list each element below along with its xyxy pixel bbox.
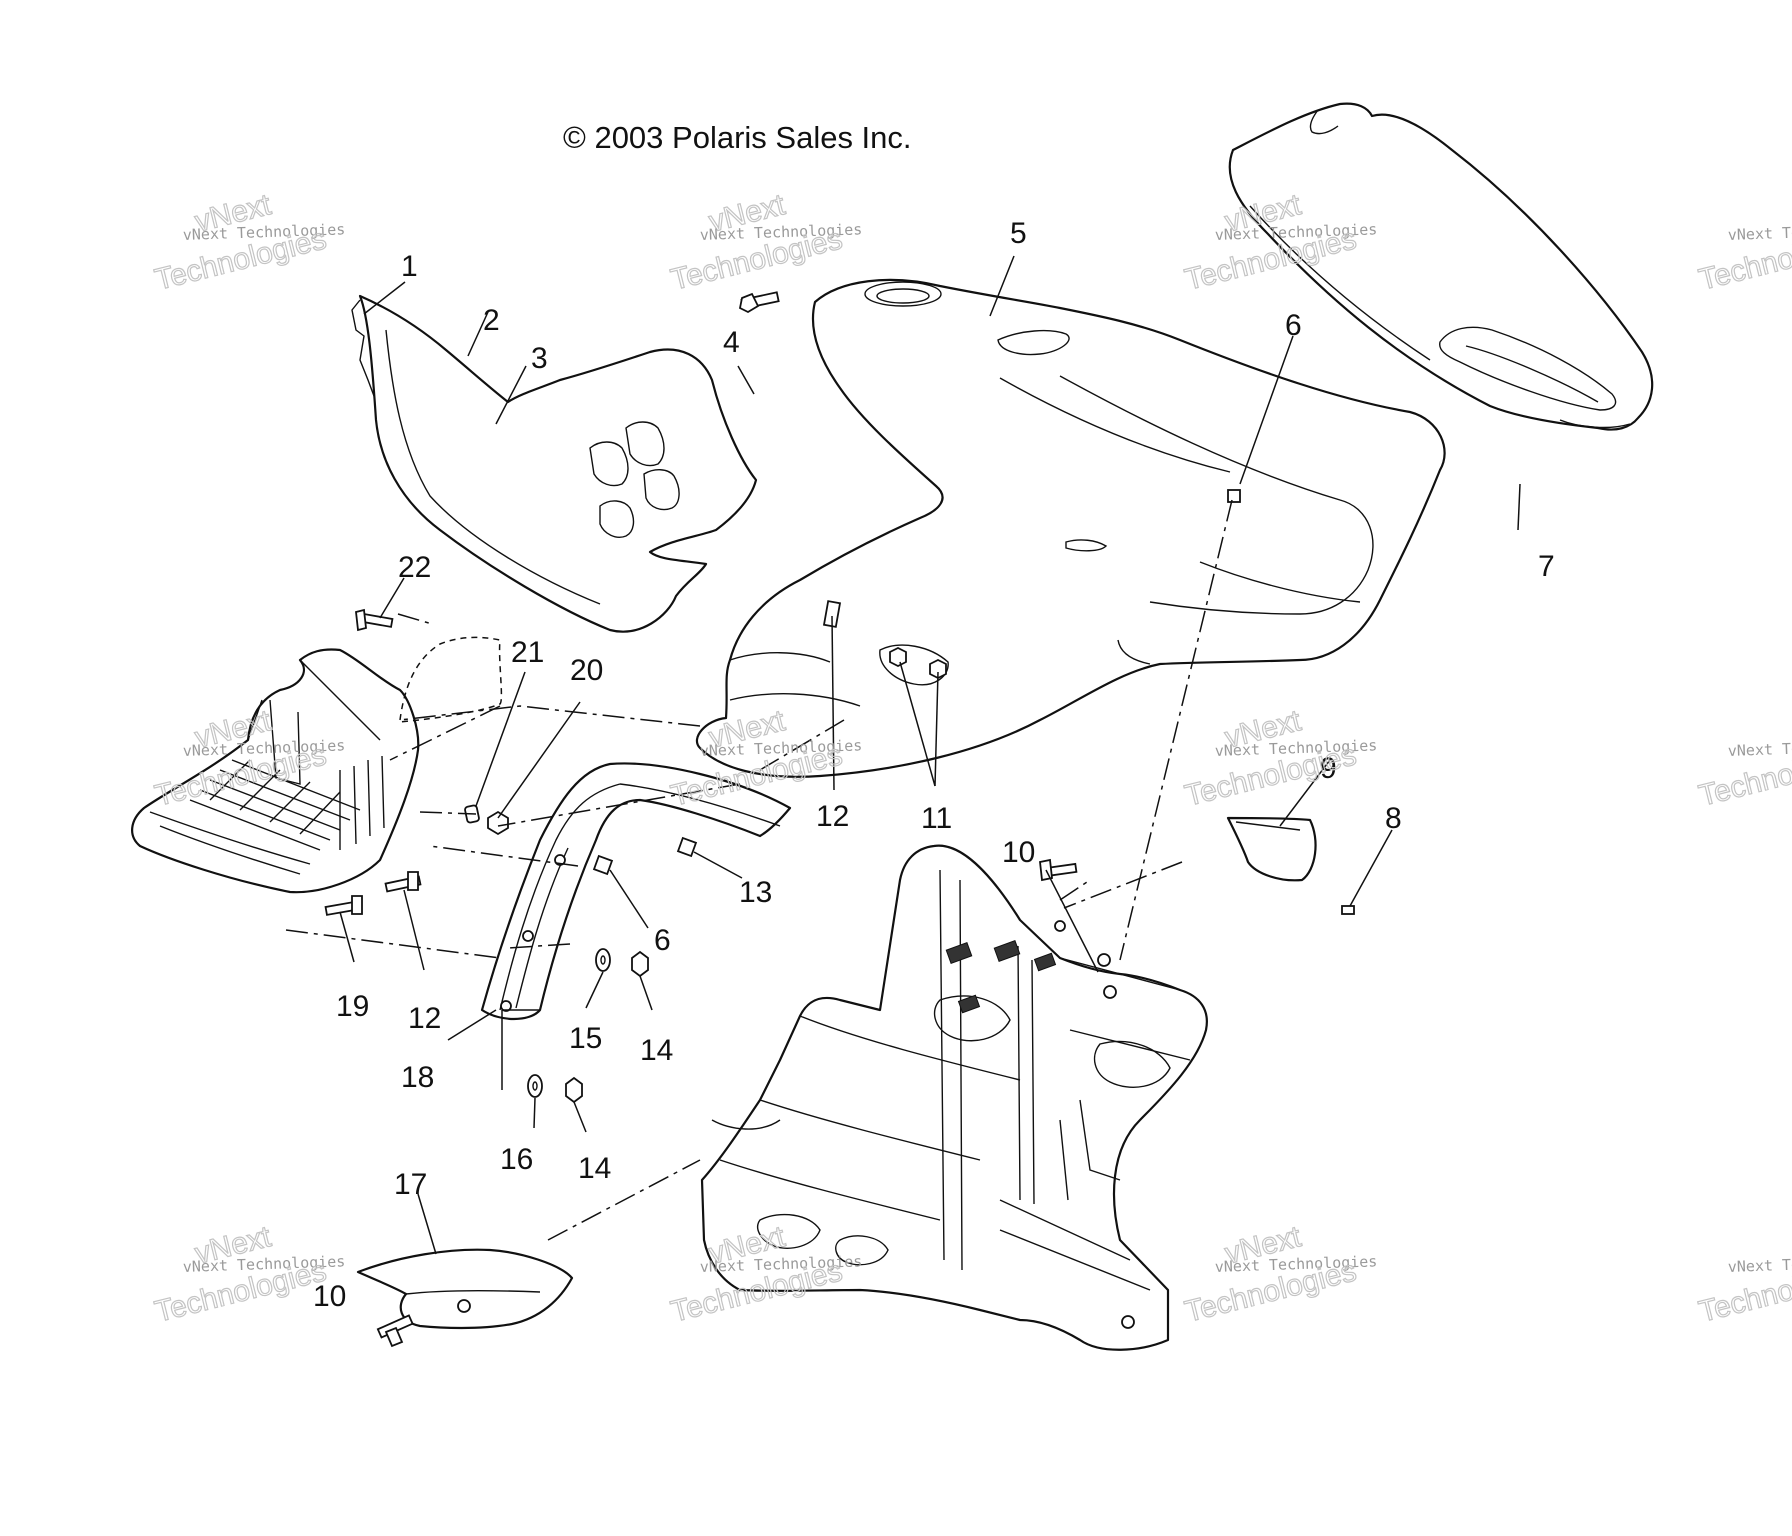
callout-labels: 1 2 3 4 5 6 7 22 21 20 12 11 9 8 10 13 6… bbox=[313, 217, 1555, 1313]
callout-12-lower: 12 bbox=[408, 1002, 441, 1035]
watermark: vNext vNext Technologies Technologies bbox=[1181, 1219, 1378, 1329]
callout-5: 5 bbox=[1010, 217, 1027, 250]
svg-text:vNext Technologies: vNext Technologies bbox=[1215, 1252, 1378, 1276]
callout-14-upper: 14 bbox=[640, 1034, 673, 1067]
watermark: vNext vNext Technologies Technologies bbox=[151, 187, 346, 297]
part-17-skid-plate bbox=[356, 1248, 574, 1330]
callout-22: 22 bbox=[398, 551, 431, 584]
watermark: vNext vNext Technologies Technologies bbox=[667, 187, 863, 297]
watermark: vNext Technologies Technologies bbox=[1695, 736, 1792, 813]
svg-text:vNext Technologies: vNext Technologies bbox=[1728, 736, 1792, 760]
callout-2: 2 bbox=[483, 304, 500, 337]
svg-text:vNext Technologies: vNext Technologies bbox=[1215, 736, 1378, 760]
watermark: vNext vNext Technologies Technologies bbox=[1181, 703, 1378, 813]
watermark: vNext Technologies Technologies bbox=[1695, 1252, 1792, 1329]
assembly-lines bbox=[285, 499, 1233, 1241]
callout-17: 17 bbox=[394, 1168, 427, 1201]
callout-7: 7 bbox=[1538, 550, 1555, 583]
callout-20: 20 bbox=[570, 654, 603, 687]
callout-8: 8 bbox=[1385, 802, 1402, 835]
copyright-text: © 2003 Polaris Sales Inc. bbox=[563, 120, 912, 155]
svg-text:vNext Technologies: vNext Technologies bbox=[700, 736, 863, 760]
callout-3: 3 bbox=[531, 342, 548, 375]
svg-text:vNext Technologies: vNext Technologies bbox=[1728, 220, 1792, 244]
callout-6-lower: 6 bbox=[654, 924, 671, 957]
watermark: vNext Technologies Technologies bbox=[1695, 220, 1792, 297]
callout-13: 13 bbox=[739, 876, 772, 909]
svg-text:vNext Technologies: vNext Technologies bbox=[700, 220, 863, 244]
callout-14-lower: 14 bbox=[578, 1152, 611, 1185]
footrest-assembly bbox=[131, 648, 420, 894]
part-7-rack-cover bbox=[1228, 102, 1654, 431]
svg-text:vNext Technologies: vNext Technologies bbox=[1215, 220, 1378, 244]
callout-6-top: 6 bbox=[1285, 309, 1302, 342]
callout-11: 11 bbox=[921, 802, 952, 835]
vehicle-frame bbox=[700, 844, 1208, 1351]
part-5-front-fender bbox=[695, 278, 1446, 778]
part-22-guard-outline bbox=[399, 636, 503, 723]
callout-10-lower: 10 bbox=[313, 1280, 346, 1313]
callout-18: 18 bbox=[401, 1061, 434, 1094]
hardware-pieces bbox=[324, 291, 1355, 1348]
svg-text:vNext Technologies: vNext Technologies bbox=[1728, 1252, 1792, 1276]
part-18-fender-flare bbox=[480, 762, 792, 1020]
callout-9: 9 bbox=[1320, 752, 1337, 785]
callout-16: 16 bbox=[500, 1143, 533, 1176]
svg-text:vNext Technologies: vNext Technologies bbox=[700, 1252, 863, 1276]
callout-1: 1 bbox=[401, 250, 418, 283]
part-1-3-side-panel bbox=[351, 294, 758, 633]
leader-lines bbox=[339, 255, 1521, 1255]
svg-text:vNext Technologies: vNext Technologies bbox=[183, 220, 346, 244]
svg-text:vNext Technologies: vNext Technologies bbox=[183, 736, 346, 760]
callout-19: 19 bbox=[336, 990, 369, 1023]
svg-text:vNext Technologies: vNext Technologies bbox=[183, 1252, 346, 1276]
callout-12-upper: 12 bbox=[816, 800, 849, 833]
part-9-mud-flap bbox=[1226, 816, 1317, 882]
callout-10-mid: 10 bbox=[1002, 836, 1035, 869]
callout-21: 21 bbox=[511, 636, 544, 669]
callout-4: 4 bbox=[723, 326, 740, 359]
callout-15: 15 bbox=[569, 1022, 602, 1055]
